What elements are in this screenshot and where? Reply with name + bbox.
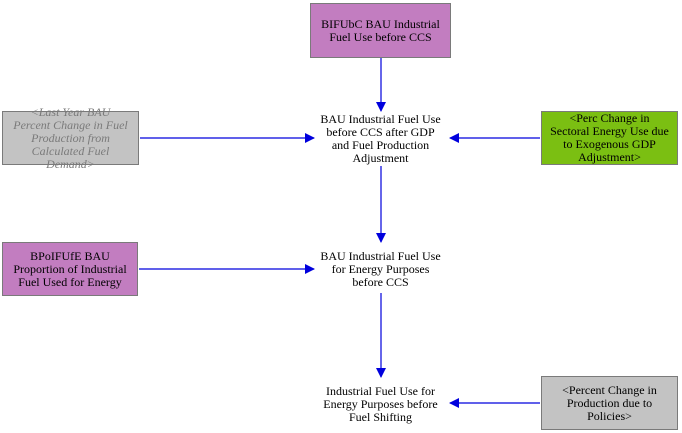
node-bau-after-gdp-label: BAU Industrial Fuel Use before CCS after… [320, 111, 441, 165]
node-bau-energy[interactable]: BAU Industrial Fuel Use for Energy Purpo… [310, 246, 451, 292]
node-last-year-bau-percent-change[interactable]: <Last Year BAU Percent Change in Fuel Pr… [2, 105, 139, 170]
node-bau-energy-label: BAU Industrial Fuel Use for Energy Purpo… [320, 248, 441, 289]
node-bifubc-label: BIFUbC BAU Industrial Fuel Use before CC… [321, 16, 440, 44]
node-bifubc[interactable]: BIFUbC BAU Industrial Fuel Use before CC… [310, 3, 451, 58]
node-bpoifufe[interactable]: BPoIFUfE BAU Proportion of Industrial Fu… [2, 242, 138, 296]
node-industrial-final-label: Industrial Fuel Use for Energy Purposes … [323, 383, 438, 424]
node-last-year-label: <Last Year BAU Percent Change in Fuel Pr… [13, 104, 128, 171]
node-perc-change-sectoral[interactable]: <Perc Change in Sectoral Energy Use due … [541, 111, 678, 165]
node-percent-change-policies-label: <Percent Change in Production due to Pol… [562, 382, 657, 423]
node-industrial-final[interactable]: Industrial Fuel Use for Energy Purposes … [310, 381, 451, 427]
node-bpoifufe-label: BPoIFUfE BAU Proportion of Industrial Fu… [13, 248, 127, 289]
node-perc-change-sectoral-label: <Perc Change in Sectoral Energy Use due … [550, 111, 669, 164]
node-bau-after-gdp[interactable]: BAU Industrial Fuel Use before CCS after… [310, 111, 451, 166]
node-percent-change-policies[interactable]: <Percent Change in Production due to Pol… [541, 376, 678, 430]
